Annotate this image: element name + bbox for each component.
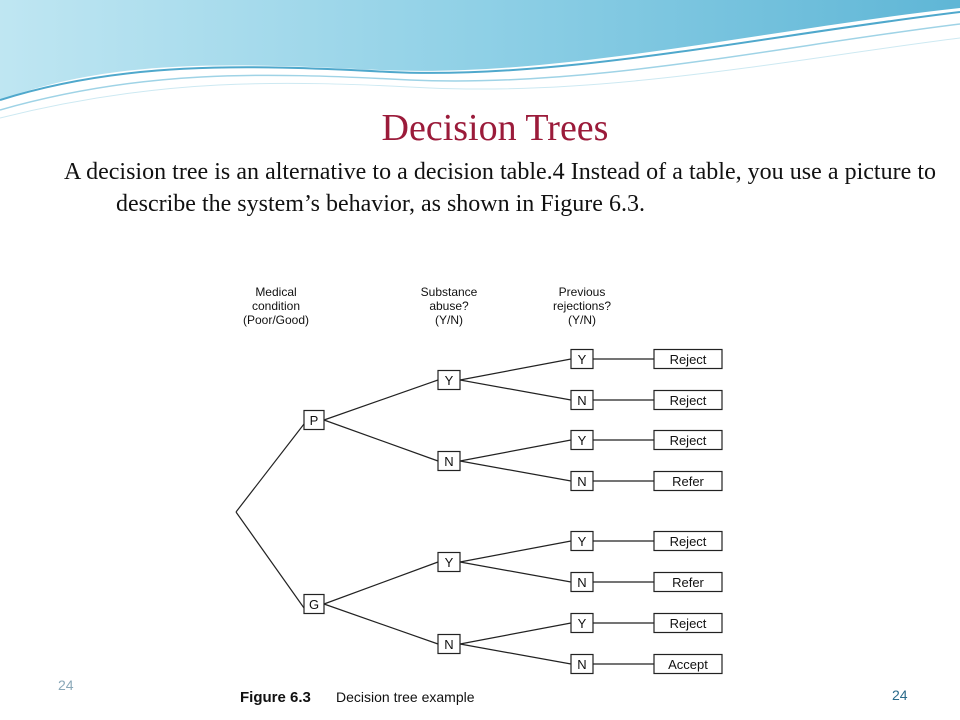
outcome-2-label: Reject xyxy=(670,433,707,448)
node-previous-2: Y xyxy=(570,429,594,451)
outcome-7-label: Accept xyxy=(668,657,708,672)
header-medical-condition-line-0: Medical xyxy=(255,285,296,299)
outcome-1: Reject xyxy=(653,389,723,411)
node-previous-7-label: N xyxy=(577,657,586,672)
node-previous-5-label: N xyxy=(577,575,586,590)
outcome-7: Accept xyxy=(653,653,723,675)
node-previous-2-label: Y xyxy=(578,433,587,448)
body-paragraph: A decision tree is an alternative to a d… xyxy=(64,159,936,217)
node-substance-3: N xyxy=(437,633,461,655)
node-previous-0: Y xyxy=(570,348,594,370)
outcome-0-label: Reject xyxy=(670,352,707,367)
node-previous-6-label: Y xyxy=(578,616,587,631)
node-previous-3: N xyxy=(570,470,594,492)
node-substance-0: Y xyxy=(437,369,461,391)
header-substance-abuse-line-2: (Y/N) xyxy=(435,313,463,327)
header-substance-abuse-line-1: abuse? xyxy=(429,299,469,313)
outcome-3: Refer xyxy=(653,470,723,492)
node-substance-3-label: N xyxy=(444,637,453,652)
outcome-4-label: Reject xyxy=(670,534,707,549)
header-previous-rejections-line-2: (Y/N) xyxy=(568,313,596,327)
slide-title: Decision Trees xyxy=(381,107,609,149)
node-substance-1: N xyxy=(437,450,461,472)
node-previous-1: N xyxy=(570,389,594,411)
node-substance-2-label: Y xyxy=(445,555,454,570)
node-medical-g-label: G xyxy=(309,597,319,612)
decision-tree-figure: PGYNYNYNYNYNYNRejectRejectRejectReferRej… xyxy=(216,268,750,716)
outcome-3-label: Refer xyxy=(672,474,704,489)
node-medical-p-label: P xyxy=(310,413,319,428)
node-medical-p: P xyxy=(303,409,325,431)
figure-caption-label: Figure 6.3 xyxy=(240,689,311,706)
outcome-5-label: Refer xyxy=(672,575,704,590)
outcome-5: Refer xyxy=(653,571,723,593)
header-medical-condition-line-1: condition xyxy=(252,299,300,313)
node-previous-4: Y xyxy=(570,530,594,552)
node-previous-7: N xyxy=(570,653,594,675)
outcome-2: Reject xyxy=(653,429,723,451)
node-medical-g: G xyxy=(303,593,325,615)
node-previous-3-label: N xyxy=(577,474,586,489)
node-substance-0-label: Y xyxy=(445,373,454,388)
outcome-4: Reject xyxy=(653,530,723,552)
node-previous-5: N xyxy=(570,571,594,593)
node-previous-6: Y xyxy=(570,612,594,634)
outcome-6-label: Reject xyxy=(670,616,707,631)
header-wave-decoration xyxy=(0,0,960,119)
header-substance-abuse-line-0: Substance xyxy=(421,285,478,299)
outcome-1-label: Reject xyxy=(670,393,707,408)
node-substance-1-label: N xyxy=(444,454,453,469)
header-previous-rejections-line-1: rejections? xyxy=(553,299,611,313)
node-previous-1-label: N xyxy=(577,393,586,408)
outcome-6: Reject xyxy=(653,612,723,634)
header-medical-condition-line-2: (Poor/Good) xyxy=(243,313,309,327)
outcome-0: Reject xyxy=(653,348,723,370)
node-previous-0-label: Y xyxy=(578,352,587,367)
footer-page-number-left: 24 xyxy=(58,677,74,693)
node-previous-4-label: Y xyxy=(578,534,587,549)
footer-page-number-right: 24 xyxy=(892,687,908,703)
figure-caption-text: Decision tree example xyxy=(336,689,475,705)
node-substance-2: Y xyxy=(437,551,461,573)
header-previous-rejections-line-0: Previous xyxy=(559,285,606,299)
